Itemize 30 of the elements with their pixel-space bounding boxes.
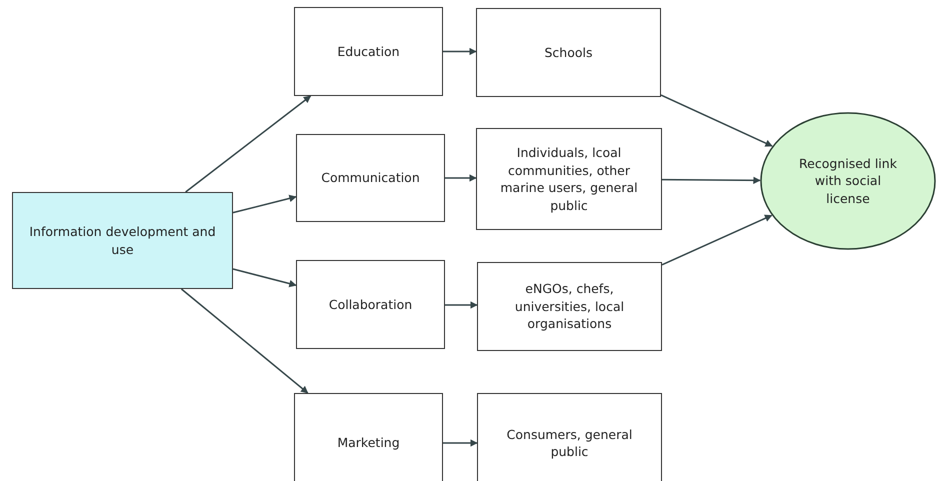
node-label: Education bbox=[336, 42, 401, 60]
node-label: Consumers, general public bbox=[506, 426, 634, 460]
process-box bbox=[476, 128, 662, 230]
process-box bbox=[296, 134, 445, 222]
node-label: Marketing bbox=[336, 434, 401, 452]
process-box bbox=[476, 8, 661, 97]
arrow bbox=[443, 48, 477, 56]
arrow bbox=[185, 95, 312, 193]
process-box bbox=[294, 7, 443, 96]
arrow bbox=[662, 214, 772, 266]
arrow bbox=[660, 94, 773, 147]
node-label: eNGOs, chefs, universities, local organisations bbox=[514, 280, 626, 333]
arrow bbox=[445, 301, 478, 309]
node-label: Recognised link with social license bbox=[798, 154, 898, 208]
node-label: Communication bbox=[320, 169, 421, 187]
process-box bbox=[296, 260, 445, 349]
arrow bbox=[662, 176, 761, 184]
process-box bbox=[294, 393, 443, 481]
node-label: Collaboration bbox=[328, 296, 414, 314]
node-label: Information development and use bbox=[28, 223, 217, 258]
arrow bbox=[232, 194, 297, 214]
arrow bbox=[180, 288, 308, 394]
arrow bbox=[445, 174, 477, 182]
process-box bbox=[477, 393, 662, 481]
node-label: Schools bbox=[543, 44, 594, 62]
arrow bbox=[232, 268, 297, 288]
process-box bbox=[477, 262, 662, 351]
arrow bbox=[443, 439, 478, 447]
process-box bbox=[12, 192, 233, 289]
node-label: Individuals, lcoal communities, other marine users, general public bbox=[499, 144, 639, 214]
